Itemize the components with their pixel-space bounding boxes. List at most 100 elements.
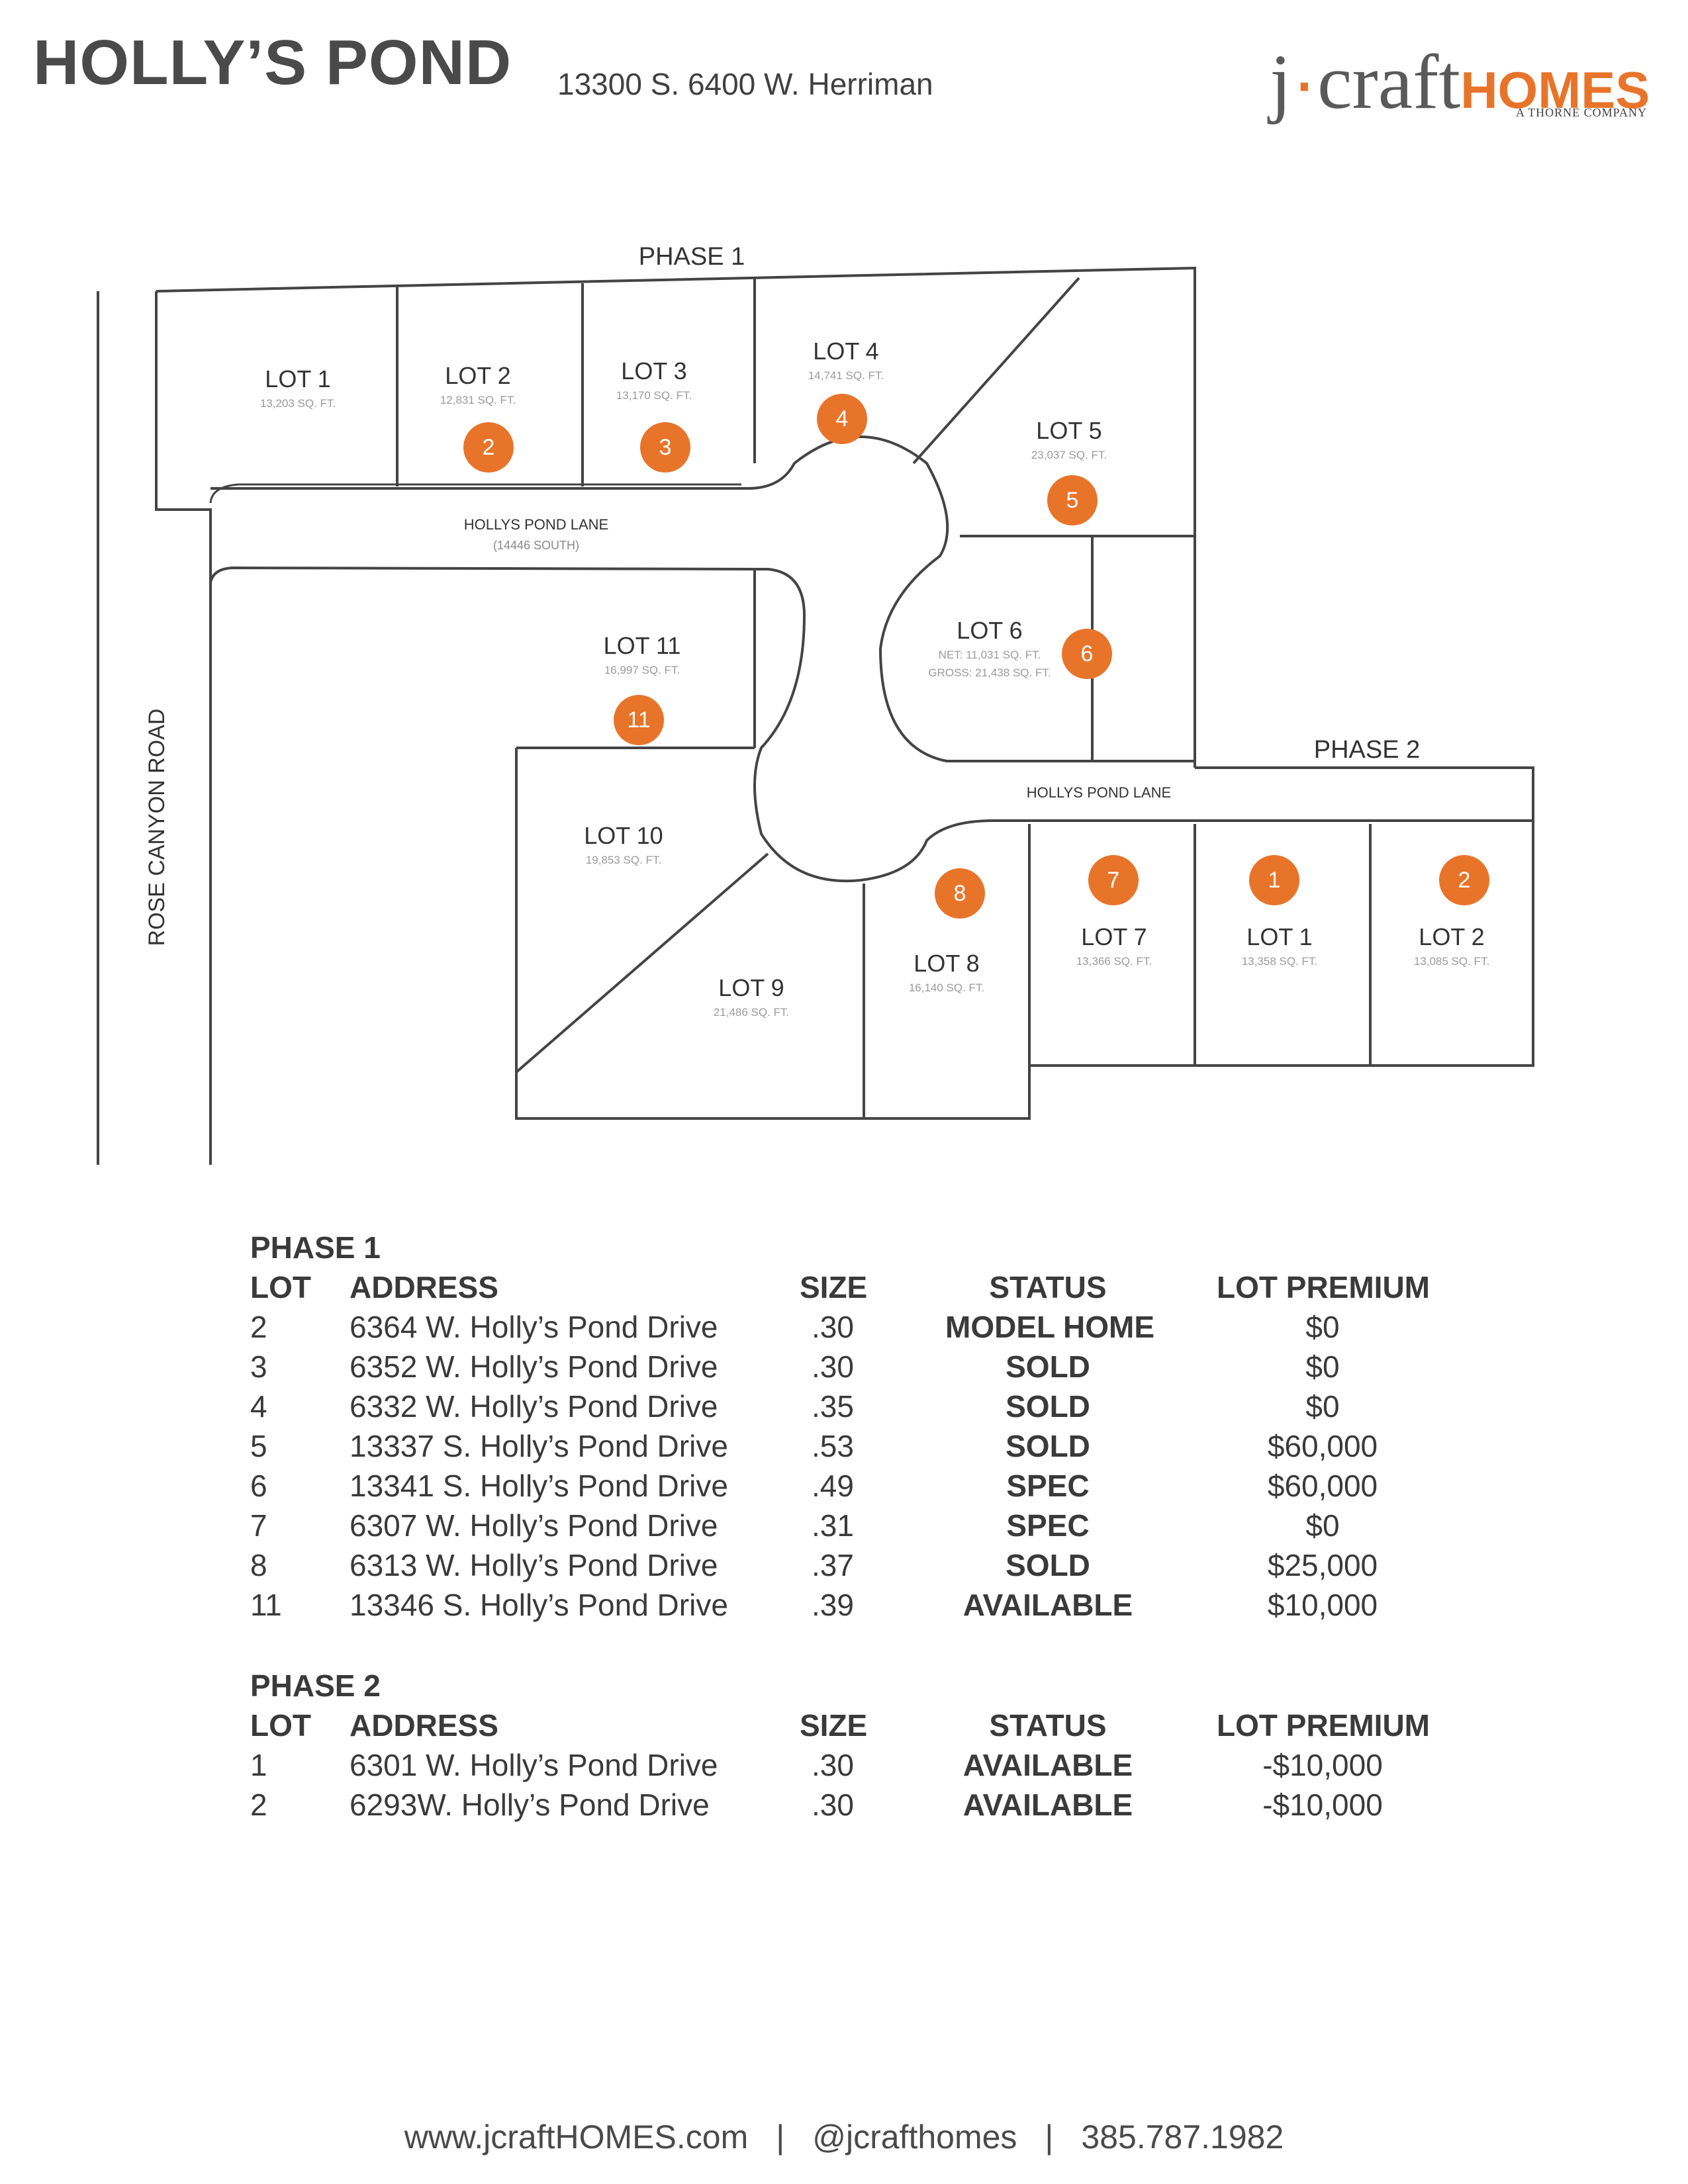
col-size: SIZE [800,1270,868,1304]
lot-line [912,277,1080,465]
cell-premium: $25,000 [1267,1548,1378,1582]
table-row: 7 6307 W. Holly’s Pond Drive .31 SPEC $0 [250,1508,1455,1547]
svg-text:4: 4 [836,406,849,432]
cell-status: MODEL HOME [945,1310,1155,1344]
svg-text:1: 1 [1268,868,1281,893]
lot-3-area: 13,170 SQ. FT. [616,389,692,402]
street-label-upper: HOLLYS POND LANE [464,516,608,533]
lot-6-label: LOT 6 [957,617,1022,644]
cell-status: SPEC [1006,1469,1090,1503]
cell-lot: 2 [250,1788,267,1822]
street-curb-north-inner [209,483,741,504]
cell-lot: 1 [250,1748,267,1782]
street-curb-north [211,435,1195,762]
lot-10-area: 19,853 SQ. FT. [586,854,661,866]
table-row: 4 6332 W. Holly’s Pond Drive .35 SOLD $0 [250,1388,1455,1428]
lot-9-area: 21,486 SQ. FT. [714,1006,789,1019]
lot-9-label: LOT 9 [718,974,784,1001]
lot-badge-1[interactable]: 1 [1249,855,1299,905]
cell-address: 13346 S. Holly’s Pond Drive [350,1588,728,1622]
cell-status: SOLD [1006,1548,1090,1582]
cell-premium: -$10,000 [1262,1788,1383,1822]
logo-subtitle: A THORNE COMPANY [1516,106,1648,119]
lot-badge-8[interactable]: 8 [935,868,985,919]
footer-separator: | [1045,2118,1054,2156]
footer-contact: www.jcraftHOMES.com|@jcrafthomes|385.787… [0,2118,1688,2156]
lot-badge-5[interactable]: 5 [1047,475,1098,525]
cell-status: AVAILABLE [962,1748,1133,1782]
svg-text:8: 8 [954,881,966,906]
website-link[interactable]: www.jcraftHOMES.com [404,2118,749,2156]
col-lot: LOT [250,1270,311,1304]
phase1-title: PHASE 1 [250,1230,381,1265]
svg-text:2: 2 [1458,868,1471,893]
cell-lot: 7 [250,1508,267,1543]
cell-address: 6301 W. Holly’s Pond Drive [350,1748,718,1782]
phase1-north-east-boundary [156,266,1196,768]
cell-size: .30 [812,1310,854,1344]
lot-8-label: LOT 8 [914,950,979,977]
lot-badge-7[interactable]: 7 [1088,855,1139,905]
cell-premium: $0 [1305,1508,1340,1543]
lot-7-label: LOT 7 [1081,923,1147,950]
lot-4-label: LOT 4 [813,338,878,365]
cell-status: SOLD [1006,1429,1090,1463]
site-plan-map: PHASE 1 PHASE 2 ROSE CANYON ROAD HOLLYS … [97,243,1534,1165]
phase2-boundary [515,748,1534,1120]
logo-homes: HOMES [1460,61,1650,119]
phase2-label: PHASE 2 [1314,736,1421,764]
cell-address: 6364 W. Holly’s Pond Drive [350,1310,718,1344]
lot-badge-2-phase2[interactable]: 2 [1439,855,1489,905]
street-curb-south [209,566,1533,883]
cell-address: 6313 W. Holly’s Pond Drive [350,1548,718,1582]
lot-8-area: 16,140 SQ. FT. [909,981,984,994]
phone-number[interactable]: 385.787.1982 [1081,2118,1284,2156]
cell-size: .39 [812,1588,854,1622]
lot-badge-2[interactable]: 2 [463,422,514,473]
table-row: 6 13341 S. Holly’s Pond Drive .49 SPEC $… [250,1468,1455,1508]
social-handle[interactable]: @jcrafthomes [812,2118,1017,2156]
svg-text:7: 7 [1107,868,1120,893]
lot-1-p1-area: 13,203 SQ. FT. [260,397,336,410]
lot-2-p2-label: LOT 2 [1419,923,1484,950]
col-address: ADDRESS [350,1708,498,1743]
lot-6-area-net: NET: 11,031 SQ. FT. [939,649,1041,661]
lot-badge-11[interactable]: 11 [614,695,664,745]
col-lot: LOT [250,1708,311,1743]
jcraft-homes-logo: j·craftHOMES [1270,36,1650,136]
page-title: HOLLY’S POND [33,27,512,98]
lot-badge-4[interactable]: 4 [817,394,867,444]
lot-2-p2-area: 13,085 SQ. FT. [1414,955,1489,968]
lot-line [515,852,769,1073]
cell-address: 6307 W. Holly’s Pond Drive [350,1508,718,1543]
lot-4-area: 14,741 SQ. FT. [808,369,884,382]
cell-size: .53 [812,1429,854,1463]
phase2-title: PHASE 2 [250,1668,381,1703]
lot-7-area: 13,366 SQ. FT. [1076,955,1152,968]
lot-2-p1-area: 12,831 SQ. FT. [440,394,516,406]
cell-address: 6352 W. Holly’s Pond Drive [350,1349,718,1384]
cell-address: 6332 W. Holly’s Pond Drive [350,1389,718,1424]
table-row: 2 6293W. Holly’s Pond Drive .30 AVAILABL… [250,1787,1455,1827]
rose-canyon-road-label: ROSE CANYON ROAD [144,709,169,946]
cell-lot: 11 [250,1588,282,1622]
cell-lot: 8 [250,1548,267,1582]
table-row: 8 6313 W. Holly’s Pond Drive .37 SOLD $2… [250,1547,1455,1587]
cell-size: .30 [812,1788,854,1822]
lot-badge-3[interactable]: 3 [640,422,690,473]
lot-badge-6[interactable]: 6 [1062,629,1112,679]
cell-address: 13341 S. Holly’s Pond Drive [350,1469,728,1503]
cell-premium: $60,000 [1267,1469,1378,1503]
cell-status: SOLD [1006,1389,1090,1424]
svg-text:3: 3 [659,435,672,460]
cell-lot: 2 [250,1310,267,1344]
cell-premium: $0 [1305,1349,1340,1384]
svg-text:11: 11 [627,707,650,733]
svg-text:6: 6 [1081,641,1094,666]
lot-3-label: LOT 3 [621,357,686,385]
col-status: STATUS [989,1708,1107,1743]
cell-lot: 6 [250,1469,267,1503]
col-premium: LOT PREMIUM [1217,1708,1430,1743]
cell-status: SOLD [1006,1349,1090,1384]
logo-craft: craft [1317,38,1461,125]
